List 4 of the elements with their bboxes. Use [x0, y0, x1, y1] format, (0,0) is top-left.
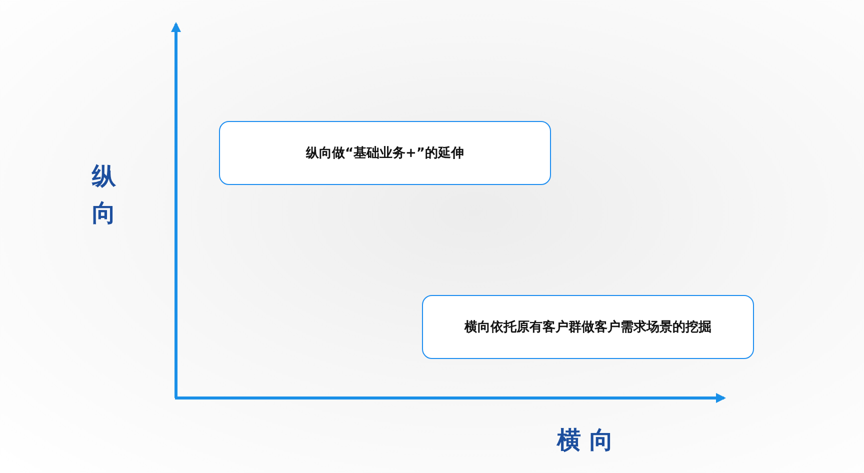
- text-box: 纵向做“基础业务+”的延伸: [219, 121, 551, 185]
- text-box: 横向依托原有客户群做客户需求场景的挖掘: [422, 295, 754, 359]
- axis-label: 横 向: [557, 425, 614, 456]
- axis-label: 纵向: [92, 161, 116, 230]
